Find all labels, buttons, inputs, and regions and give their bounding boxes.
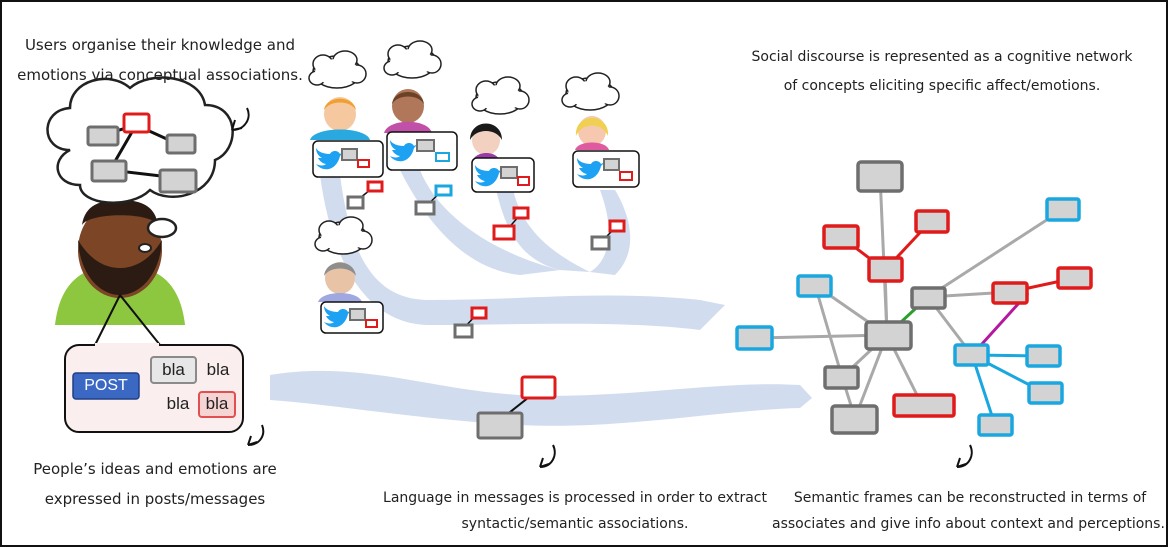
caption-bottom-right-line1: Semantic frames can be reconstructed in … bbox=[793, 490, 1147, 506]
caption-top-right-line1: Social discourse is represented as a cog… bbox=[751, 49, 1133, 65]
curved-arrow-icon bbox=[539, 444, 556, 468]
thought-cloud-icon bbox=[383, 40, 442, 79]
caption-bottom-mid-line1: Language in messages is processed in ord… bbox=[383, 490, 767, 506]
post-button-label: POST bbox=[84, 377, 128, 394]
curved-arrow-icon bbox=[247, 424, 265, 446]
semantic-network bbox=[735, 160, 1093, 437]
caption-bottom-left-line1: People’s ideas and emotions are bbox=[33, 460, 277, 478]
curved-arrow-icon bbox=[956, 444, 973, 468]
thought-cloud-icon bbox=[308, 50, 367, 89]
caption-bottom-right-line2: associates and give info about context a… bbox=[772, 516, 1165, 532]
thought-cloud-icon bbox=[561, 72, 620, 111]
post-word: bla bbox=[205, 394, 229, 413]
user-group bbox=[308, 40, 640, 334]
post-word: bla bbox=[162, 360, 185, 379]
caption-bottom-mid-line2: syntactic/semantic associations. bbox=[461, 516, 689, 532]
caption-top-left-line2: emotions via conceptual associations. bbox=[17, 66, 303, 84]
curved-arrow-icon bbox=[231, 107, 250, 131]
thought-cloud-icon bbox=[46, 76, 234, 253]
mini-associations bbox=[346, 180, 626, 440]
caption-top-left-line1: Users organise their knowledge and bbox=[24, 36, 296, 54]
post-bubble bbox=[64, 294, 244, 433]
thought-cloud-icon bbox=[314, 216, 373, 255]
post-word: bla bbox=[166, 394, 190, 413]
thought-cloud-icon bbox=[471, 76, 530, 115]
caption-bottom-left-line2: expressed in posts/messages bbox=[44, 490, 266, 508]
user-avatar-icon bbox=[55, 200, 185, 325]
post-word: bla bbox=[206, 360, 230, 379]
caption-top-right-line2: of concepts eliciting specific affect/em… bbox=[783, 78, 1101, 94]
